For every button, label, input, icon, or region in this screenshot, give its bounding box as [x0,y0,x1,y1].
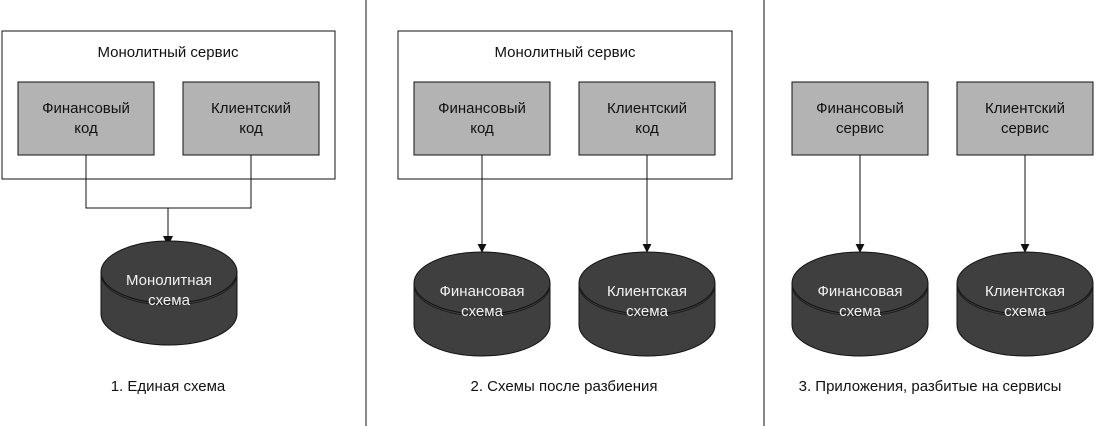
panel-caption: 1. Единая схема [111,378,226,395]
client-schema-db: Клиентская схема [956,251,1094,357]
finance-service-box [791,81,929,156]
box-label: сервис [836,120,885,137]
panel-split-services: Финансовый сервис Клиентский сервис Фина… [791,81,1094,395]
panel-caption: 3. Приложения, разбитые на сервисы [799,378,1062,395]
box-label: Клиентский [211,100,291,117]
db-label: Финансовая [818,283,903,300]
box-label: Финансовый [438,100,526,117]
box-label: сервис [1001,120,1050,137]
box-label: Финансовый [42,100,130,117]
client-schema-db: Клиентская схема [578,251,716,357]
db-label: Клиентская [607,283,687,300]
finance-schema-db: Финансовая схема [413,251,551,357]
box-label: код [74,120,98,137]
db-label: схема [1004,303,1046,320]
finance-schema-db: Финансовая схема [791,251,929,357]
db-label: схема [626,303,668,320]
finance-code-box [17,81,155,156]
box-label: код [470,120,494,137]
db-label: Монолитная [126,272,212,289]
panel-single-schema: Монолитный сервис Финансовый код Клиентс… [1,30,336,395]
db-label: схема [461,303,503,320]
db-label: Финансовая [440,283,525,300]
box-label: Клиентский [607,100,687,117]
client-service-box [956,81,1094,156]
monolith-schema-db: Монолитная схема [100,240,238,346]
box-label: Клиентский [985,100,1065,117]
container-title: Монолитный сервис [495,44,636,61]
container-title: Монолитный сервис [98,44,239,61]
box-label: код [635,120,659,137]
client-code-box [182,81,320,156]
panel-caption: 2. Схемы после разбиения [471,378,658,395]
box-label: Финансовый [816,100,904,117]
finance-code-box [413,81,551,156]
db-label: схема [839,303,881,320]
db-label: Клиентская [985,283,1065,300]
panel-split-schemas: Монолитный сервис Финансовый код Клиентс… [397,30,733,395]
client-code-box [578,81,716,156]
db-label: схема [148,292,190,309]
box-label: код [239,120,263,137]
